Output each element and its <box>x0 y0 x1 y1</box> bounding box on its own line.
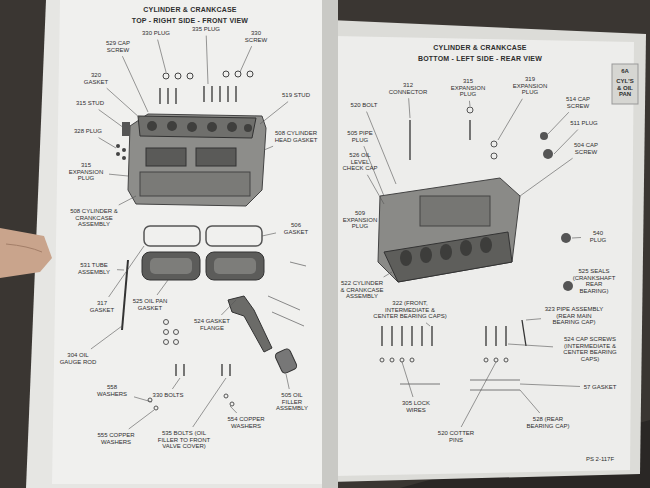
callout-label: 315 EXPANSION PLUG <box>66 162 106 182</box>
leader-line <box>107 88 140 118</box>
callout-label: 514 CAP SCREW <box>559 96 597 109</box>
leader-line <box>99 138 116 148</box>
page-heading: BOTTOM - LEFT SIDE - REAR VIEW <box>370 55 590 63</box>
leader-line <box>99 110 124 128</box>
page-heading: TOP - RIGHT SIDE - FRONT VIEW <box>90 17 290 25</box>
leader-line <box>172 378 180 389</box>
callout-label: 304 OIL GAUGE ROD <box>58 352 98 365</box>
section-tab: 6A <box>614 68 636 75</box>
leader-line <box>409 98 410 118</box>
callout-label: 525 SEALS (CRANKSHAFT REAR BEARING) <box>571 268 617 294</box>
leader-line <box>498 99 522 140</box>
leader-line <box>520 384 580 386</box>
callout-label: 505 OIL FILLER ASSEMBLY <box>272 392 312 412</box>
callout-label: 328 PLUG <box>71 128 105 135</box>
callout-label: 330 BOLTS <box>151 392 185 399</box>
callout-label: 320 GASKET <box>78 72 114 85</box>
callout-label: 322 (FRONT, INTERMEDIATE & CENTER BEARIN… <box>372 300 448 320</box>
leader-line <box>260 102 288 124</box>
callout-label: 508 CYLINDER & CRANKCASE ASSEMBLY <box>69 208 119 228</box>
callout-label: 524 CAP SCREWS (INTERMEDIATE & CENTER BE… <box>556 336 624 362</box>
callout-label: 315 EXPANSION PLUG <box>448 78 488 98</box>
callout-label: 555 COPPER WASHERS <box>94 432 138 445</box>
leader-line <box>520 158 573 196</box>
leader-line <box>367 175 384 204</box>
callout-label: 554 COPPER WASHERS <box>224 416 268 429</box>
callout-label: 511 PLUG <box>569 120 599 127</box>
leader-line <box>117 269 124 270</box>
callout-label: 312 CONNECTOR <box>388 82 428 95</box>
leader-line <box>134 397 152 402</box>
leader-line <box>554 130 578 154</box>
section-tab: CYL'S & OIL PAN <box>614 78 636 98</box>
callout-label: 330 PLUG <box>141 30 171 37</box>
leader-line <box>157 280 168 295</box>
leader-line <box>122 56 148 112</box>
callout-label: 504 CAP SCREW <box>567 142 605 155</box>
callout-label: 323 PIPE ASSEMBLY (REAR MAIN BEARING CAP… <box>544 306 604 326</box>
leader-line <box>240 46 252 72</box>
callout-label: 525 OIL PAN GASKET <box>129 298 171 311</box>
callout-label: PS 2-117F <box>580 456 620 463</box>
callout-label: 519 STUD <box>280 92 312 99</box>
leader-line <box>264 146 273 150</box>
callout-label: 305 LOCK WIRES <box>396 400 436 413</box>
leader-line <box>119 196 136 205</box>
callout-label: 524 GASKET FLANGE <box>192 318 232 331</box>
page-heading: CYLINDER & CRANKCASE <box>90 6 290 14</box>
callout-label: 317 GASKET <box>84 300 120 313</box>
callout-label: 508 CYLINDER HEAD GASKET <box>274 130 318 143</box>
callout-label: 319 EXPANSION PLUG <box>510 76 550 96</box>
leader-line <box>109 174 128 176</box>
callout-label: 526 OIL LEVEL CHECK CAP <box>341 152 379 172</box>
page-heading: CYLINDER & CRANKCASE <box>370 44 590 52</box>
leader-line <box>402 362 413 397</box>
leader-line <box>548 112 569 134</box>
leader-line <box>91 326 122 349</box>
callout-label: 520 COTTER PINS <box>436 430 476 443</box>
leader-line <box>367 112 396 184</box>
leader-line <box>520 390 540 413</box>
leader-line <box>461 362 496 427</box>
leader-line <box>286 374 289 389</box>
leader-line <box>206 36 208 84</box>
callout-label: 506 GASKET <box>279 222 313 235</box>
callout-label: 509 EXPANSION PLUG <box>342 210 378 230</box>
callout-label: 540 PLUG <box>584 230 612 243</box>
callout-label: 522 CYLINDER & CRANKCASE ASSEMBLY <box>339 280 385 300</box>
leader-line <box>221 300 236 315</box>
leader-line <box>572 237 581 238</box>
callout-label: 330 SCREW <box>240 30 272 43</box>
callout-label: 335 PLUG <box>191 26 221 33</box>
callout-label: 520 BOLT <box>349 102 379 109</box>
callout-label: 531 TUBE ASSEMBLY <box>74 262 114 275</box>
callout-label: 535 BOLTS (OIL FILLER TO FRONT VALVE COV… <box>152 430 216 450</box>
leader-line <box>193 378 226 427</box>
callout-label: 505 PIPE PLUG <box>343 130 377 143</box>
leader-line <box>508 344 553 347</box>
leader-line <box>230 406 237 413</box>
leader-line <box>129 410 154 429</box>
callout-label: 528 (REAR BEARING CAP) <box>523 416 573 429</box>
callout-label: 529 CAP SCREW <box>100 40 136 53</box>
leader-line <box>426 323 430 326</box>
leader-line <box>384 272 392 277</box>
leader-line <box>526 319 541 320</box>
callout-label: 57 GASKET <box>583 384 617 391</box>
leader-line <box>109 246 144 297</box>
callout-label: 558 WASHERS <box>93 384 131 397</box>
leader-line <box>469 101 471 106</box>
leader-line <box>262 233 276 236</box>
callout-label: 315 STUD <box>73 100 107 107</box>
leader-line <box>158 40 166 72</box>
